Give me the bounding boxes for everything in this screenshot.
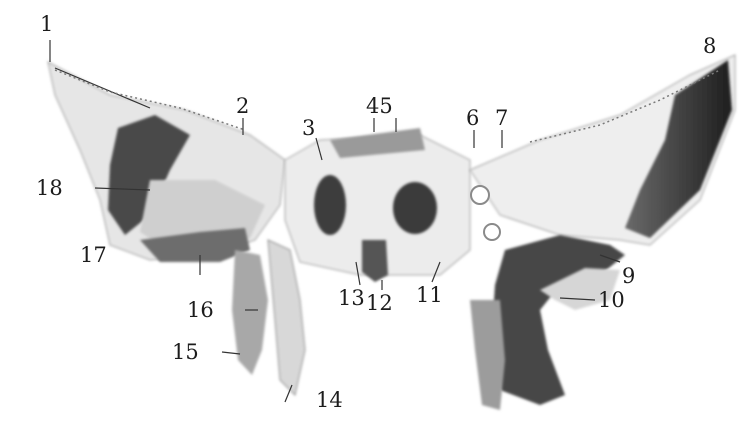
rostrum bbox=[362, 240, 388, 282]
left-sinus-aperture bbox=[314, 175, 346, 235]
label-6: 6 bbox=[466, 108, 479, 129]
label-10: 10 bbox=[598, 290, 625, 311]
left-pterygoid-hook bbox=[268, 240, 305, 395]
right-pterygoid-lower bbox=[470, 300, 505, 410]
right-sinus-aperture bbox=[393, 182, 437, 234]
label-8: 8 bbox=[703, 36, 716, 57]
label-12: 12 bbox=[366, 293, 393, 314]
optic-canal-right bbox=[471, 186, 489, 204]
label-9: 9 bbox=[622, 266, 635, 287]
foramen-rotundum-right bbox=[484, 224, 500, 240]
label-18: 18 bbox=[36, 178, 63, 199]
label-15: 15 bbox=[172, 342, 199, 363]
label-17: 17 bbox=[80, 245, 107, 266]
right-pterygoid-process bbox=[492, 235, 625, 405]
label-16: 16 bbox=[187, 300, 214, 321]
label-3: 3 bbox=[302, 118, 315, 139]
label-2: 2 bbox=[236, 96, 249, 117]
label-13: 13 bbox=[338, 288, 365, 309]
label-14: 14 bbox=[316, 390, 343, 411]
label-11: 11 bbox=[416, 285, 443, 306]
label-1: 1 bbox=[40, 14, 53, 35]
label-7: 7 bbox=[495, 108, 508, 129]
label-45: 45 bbox=[366, 96, 393, 117]
left-pterygoid-plate bbox=[232, 250, 268, 375]
